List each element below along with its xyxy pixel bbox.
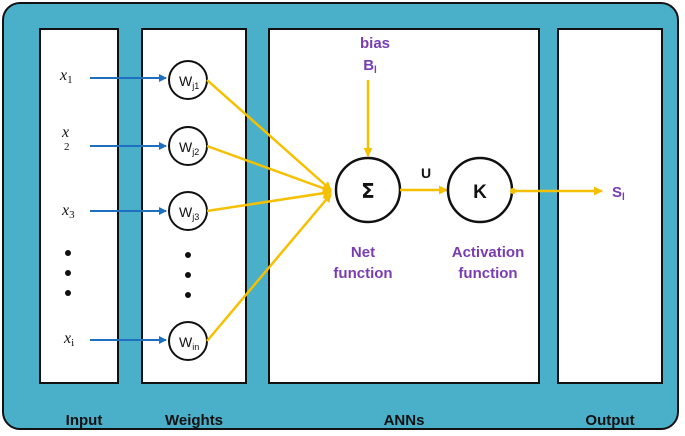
weight-ellipsis-dot bbox=[185, 272, 191, 278]
anns-section-label: ANNs bbox=[383, 412, 425, 429]
bias-symbol: Bl bbox=[363, 57, 377, 76]
input-label-4: xi bbox=[63, 330, 74, 349]
bias-label: bias bbox=[360, 35, 390, 52]
net-output-label: U bbox=[421, 165, 431, 181]
sum-symbol: Σ bbox=[361, 179, 375, 203]
output-label: Sl bbox=[612, 184, 625, 203]
input-label-2-sub: 2 bbox=[64, 141, 70, 153]
output-section-label: Output bbox=[585, 412, 635, 429]
weight-ellipsis-dot bbox=[185, 252, 191, 258]
input-label-2: x bbox=[61, 124, 69, 141]
weight-ellipsis-dot bbox=[185, 292, 191, 298]
input-label-3: x3 bbox=[61, 202, 75, 221]
weighted-signal-arrow-1 bbox=[206, 79, 332, 191]
input-ellipsis-dot bbox=[65, 270, 71, 276]
input-panel bbox=[39, 28, 119, 384]
weighted-signal-arrow-3 bbox=[206, 188, 332, 213]
weight-label-2: Wj2 bbox=[179, 139, 199, 157]
weight-label-3: Wj3 bbox=[179, 204, 199, 222]
output-panel bbox=[557, 28, 663, 384]
activation-function-caption-line2: function bbox=[458, 265, 517, 282]
input-ellipsis-dot bbox=[65, 250, 71, 256]
weighted-signal-arrow-2 bbox=[206, 144, 332, 193]
input-ellipsis-dot bbox=[65, 290, 71, 296]
activation-symbol: K bbox=[473, 182, 487, 203]
net-function-caption-line1: Net bbox=[351, 244, 375, 261]
weight-label-4: Win bbox=[179, 334, 199, 352]
input-section-label: Input bbox=[65, 412, 103, 429]
weighted-signal-arrow-4 bbox=[206, 193, 332, 342]
net-function-caption-line2: function bbox=[333, 265, 392, 282]
activation-function-caption-line1: Activation bbox=[452, 244, 525, 261]
weight-label-1: Wj1 bbox=[179, 73, 199, 91]
input-label-1: x1 bbox=[59, 67, 73, 86]
weights-section-label: Weights bbox=[164, 412, 224, 429]
